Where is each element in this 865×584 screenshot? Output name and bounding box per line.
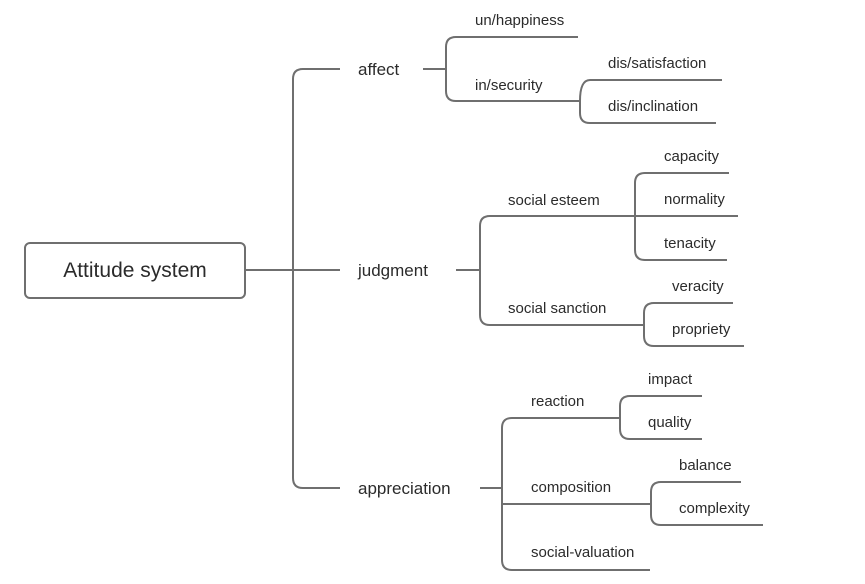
node-propriety[interactable]: propriety	[672, 321, 731, 338]
node-reaction[interactable]: reaction	[531, 393, 584, 410]
node-social-sanction[interactable]: social sanction	[508, 300, 606, 317]
node-balance[interactable]: balance	[679, 457, 732, 474]
connector-lines	[246, 36, 763, 571]
branch-judgment-label[interactable]: judgment	[357, 261, 428, 280]
judgment-bracket	[479, 215, 644, 326]
node-in-security[interactable]: in/security	[475, 77, 543, 94]
reaction-bracket	[619, 395, 702, 440]
root-box	[24, 242, 246, 299]
composition-bracket	[650, 481, 763, 526]
branch-appreciation-label[interactable]: appreciation	[358, 479, 451, 498]
node-veracity[interactable]: veracity	[672, 278, 724, 295]
node-composition[interactable]: composition	[531, 479, 611, 496]
node-social-valuation[interactable]: social-valuation	[531, 544, 634, 561]
root-label: Attitude system	[63, 259, 207, 282]
node-dis-satisfaction[interactable]: dis/satisfaction	[608, 55, 706, 72]
social-sanction-bracket	[643, 302, 744, 347]
level1-bracket	[292, 68, 340, 489]
node-impact[interactable]: impact	[648, 371, 693, 388]
in-security-bracket-lower	[579, 101, 716, 124]
root-node[interactable]: Attitude system	[24, 242, 246, 299]
in-security-bracket-upper	[579, 79, 722, 102]
affect-bracket	[445, 36, 580, 102]
node-quality[interactable]: quality	[648, 414, 692, 431]
node-social-esteem[interactable]: social esteem	[508, 192, 600, 209]
node-dis-inclination[interactable]: dis/inclination	[608, 98, 698, 115]
node-capacity[interactable]: capacity	[664, 148, 720, 165]
branch-affect-label[interactable]: affect	[358, 60, 400, 79]
node-complexity[interactable]: complexity	[679, 500, 750, 517]
node-tenacity[interactable]: tenacity	[664, 235, 716, 252]
node-un-happiness[interactable]: un/happiness	[475, 12, 564, 29]
node-normality[interactable]: normality	[664, 191, 725, 208]
appreciation-bracket	[501, 417, 650, 571]
